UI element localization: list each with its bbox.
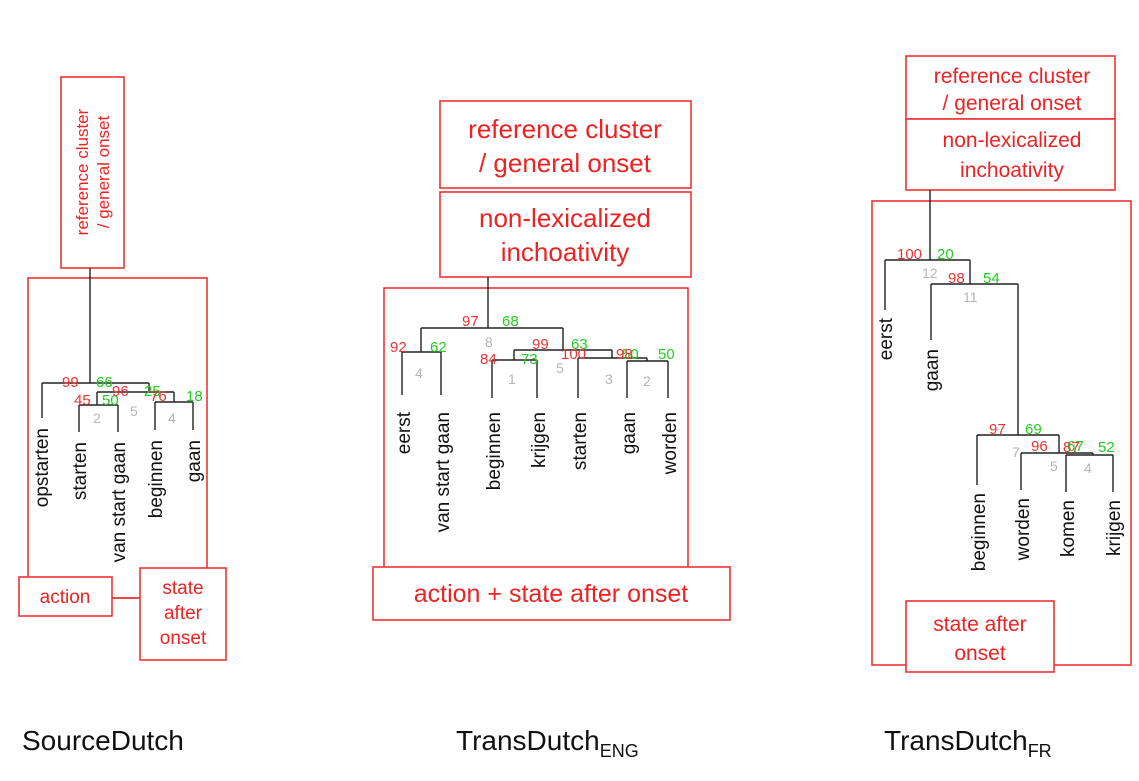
bp-value: 50 bbox=[102, 392, 119, 409]
edge-value: 4 bbox=[168, 410, 176, 426]
bp-value: 68 bbox=[502, 313, 519, 330]
leaf-label: eerst bbox=[394, 411, 415, 454]
reference-box-line-2: / general onset bbox=[943, 92, 1082, 115]
bp-value: 54 bbox=[983, 270, 1000, 287]
au-value: 98 bbox=[616, 346, 633, 363]
reference-box-line-1: reference cluster bbox=[468, 114, 662, 144]
reference-box-line-1: reference cluster bbox=[934, 65, 1090, 88]
inchoativity-box-line-1: non-lexicalized bbox=[943, 129, 1082, 152]
leaf-label: gaan bbox=[922, 349, 943, 391]
bp-value: 62 bbox=[430, 339, 447, 356]
dendrogram bbox=[884, 190, 1114, 492]
inchoativity-box-line-1: non-lexicalized bbox=[479, 203, 651, 233]
dendrogram bbox=[401, 277, 669, 398]
action-state-box bbox=[372, 566, 731, 621]
edge-value: 12 bbox=[922, 265, 938, 281]
leaf-label: krijgen bbox=[529, 412, 550, 468]
au-value: 97 bbox=[462, 313, 479, 330]
state-after-onset-box bbox=[139, 567, 227, 661]
leaf-label: van start gaan bbox=[109, 442, 130, 562]
au-value: 84 bbox=[480, 351, 497, 368]
state-box-line-2: after bbox=[164, 603, 203, 624]
au-value: 76 bbox=[150, 388, 167, 405]
au-value: 97 bbox=[989, 421, 1006, 438]
action-label: action bbox=[40, 587, 91, 608]
edge-value: 5 bbox=[1050, 458, 1058, 474]
edge-value: 11 bbox=[963, 289, 978, 305]
action-box bbox=[18, 576, 113, 617]
leaf-label: beginnen bbox=[146, 440, 167, 518]
leaf-label: beginnen bbox=[484, 412, 505, 490]
leaf-label: krijgen bbox=[1104, 500, 1125, 556]
panel-caption: TransDutchFR bbox=[884, 725, 1052, 761]
leaf-label: eerst bbox=[876, 317, 897, 360]
dendrogram bbox=[41, 268, 194, 432]
bp-value: 67 bbox=[1067, 438, 1084, 455]
bp-value: 66 bbox=[96, 374, 113, 391]
reference-cluster-box bbox=[60, 76, 125, 269]
edge-value: 1 bbox=[508, 371, 516, 387]
edge-value: 3 bbox=[605, 371, 613, 387]
reference-box-line-2: / general onset bbox=[94, 115, 113, 228]
edge-value: 7 bbox=[1012, 444, 1020, 460]
edge-value: 2 bbox=[643, 373, 651, 389]
edge-value: 5 bbox=[130, 403, 138, 419]
leaf-label: starten bbox=[570, 412, 591, 470]
leaf-label: gaan bbox=[619, 412, 640, 454]
au-value: 100 bbox=[561, 346, 586, 363]
state-after-onset-box bbox=[905, 600, 1055, 673]
leaf-label: komen bbox=[1058, 500, 1079, 557]
leaf-label: worden bbox=[660, 412, 681, 475]
state-box-line-2: onset bbox=[954, 642, 1006, 665]
inchoativity-box-line-2: inchoativity bbox=[501, 237, 630, 267]
edge-value: 2 bbox=[93, 410, 101, 426]
state-box-line-1: state after bbox=[933, 613, 1026, 636]
panel-transdutch-eng: reference cluster / general onset non-le… bbox=[372, 100, 731, 761]
panel-source-dutch: reference cluster / general onset 99 66 … bbox=[18, 76, 227, 756]
edge-value: 4 bbox=[1084, 460, 1092, 476]
leaf-label: gaan bbox=[184, 440, 205, 482]
reference-box-line-2: / general onset bbox=[479, 148, 652, 178]
state-box-line-3: onset bbox=[160, 628, 207, 649]
inchoativity-box bbox=[439, 191, 692, 278]
bp-value: 52 bbox=[1098, 439, 1115, 456]
bp-value: 18 bbox=[186, 388, 203, 405]
reference-box-line-1: reference cluster bbox=[73, 108, 92, 235]
au-value: 96 bbox=[1031, 438, 1048, 455]
au-value: 98 bbox=[948, 270, 965, 287]
inchoativity-box-line-2: inchoativity bbox=[960, 159, 1064, 182]
reference-cluster-box bbox=[905, 55, 1116, 120]
au-value: 99 bbox=[532, 336, 549, 353]
au-value: 92 bbox=[390, 339, 407, 356]
au-value: 45 bbox=[74, 392, 91, 409]
edge-value: 4 bbox=[415, 365, 423, 381]
state-box-line-1: state bbox=[162, 578, 203, 599]
bp-value: 50 bbox=[658, 346, 675, 363]
bp-value: 73 bbox=[521, 351, 538, 368]
bp-value: 63 bbox=[571, 336, 588, 353]
au-value: 99 bbox=[62, 374, 79, 391]
panel-caption: TransDutchENG bbox=[456, 725, 639, 761]
reference-cluster-box bbox=[439, 100, 692, 189]
edge-value: 8 bbox=[485, 334, 493, 350]
leaf-label: van start gaan bbox=[433, 412, 454, 532]
bp-value: 69 bbox=[1025, 421, 1042, 438]
au-value: 96 bbox=[112, 383, 129, 400]
edge-value: 5 bbox=[556, 360, 564, 376]
panel-caption: SourceDutch bbox=[22, 725, 184, 756]
leaf-label: starten bbox=[70, 442, 91, 500]
action-state-label: action + state after onset bbox=[414, 580, 689, 608]
panel-transdutch-fr: reference cluster / general onset non-le… bbox=[871, 55, 1132, 761]
bp-value: 50 bbox=[622, 346, 639, 363]
au-value: 87 bbox=[1063, 439, 1080, 456]
leaf-label: opstarten bbox=[32, 428, 53, 507]
bp-value: 25 bbox=[144, 383, 161, 400]
bp-value: 20 bbox=[937, 246, 954, 263]
inchoativity-box bbox=[905, 118, 1116, 191]
au-value: 100 bbox=[897, 246, 922, 263]
leaf-label: worden bbox=[1013, 498, 1034, 561]
leaf-label: beginnen bbox=[969, 493, 990, 571]
